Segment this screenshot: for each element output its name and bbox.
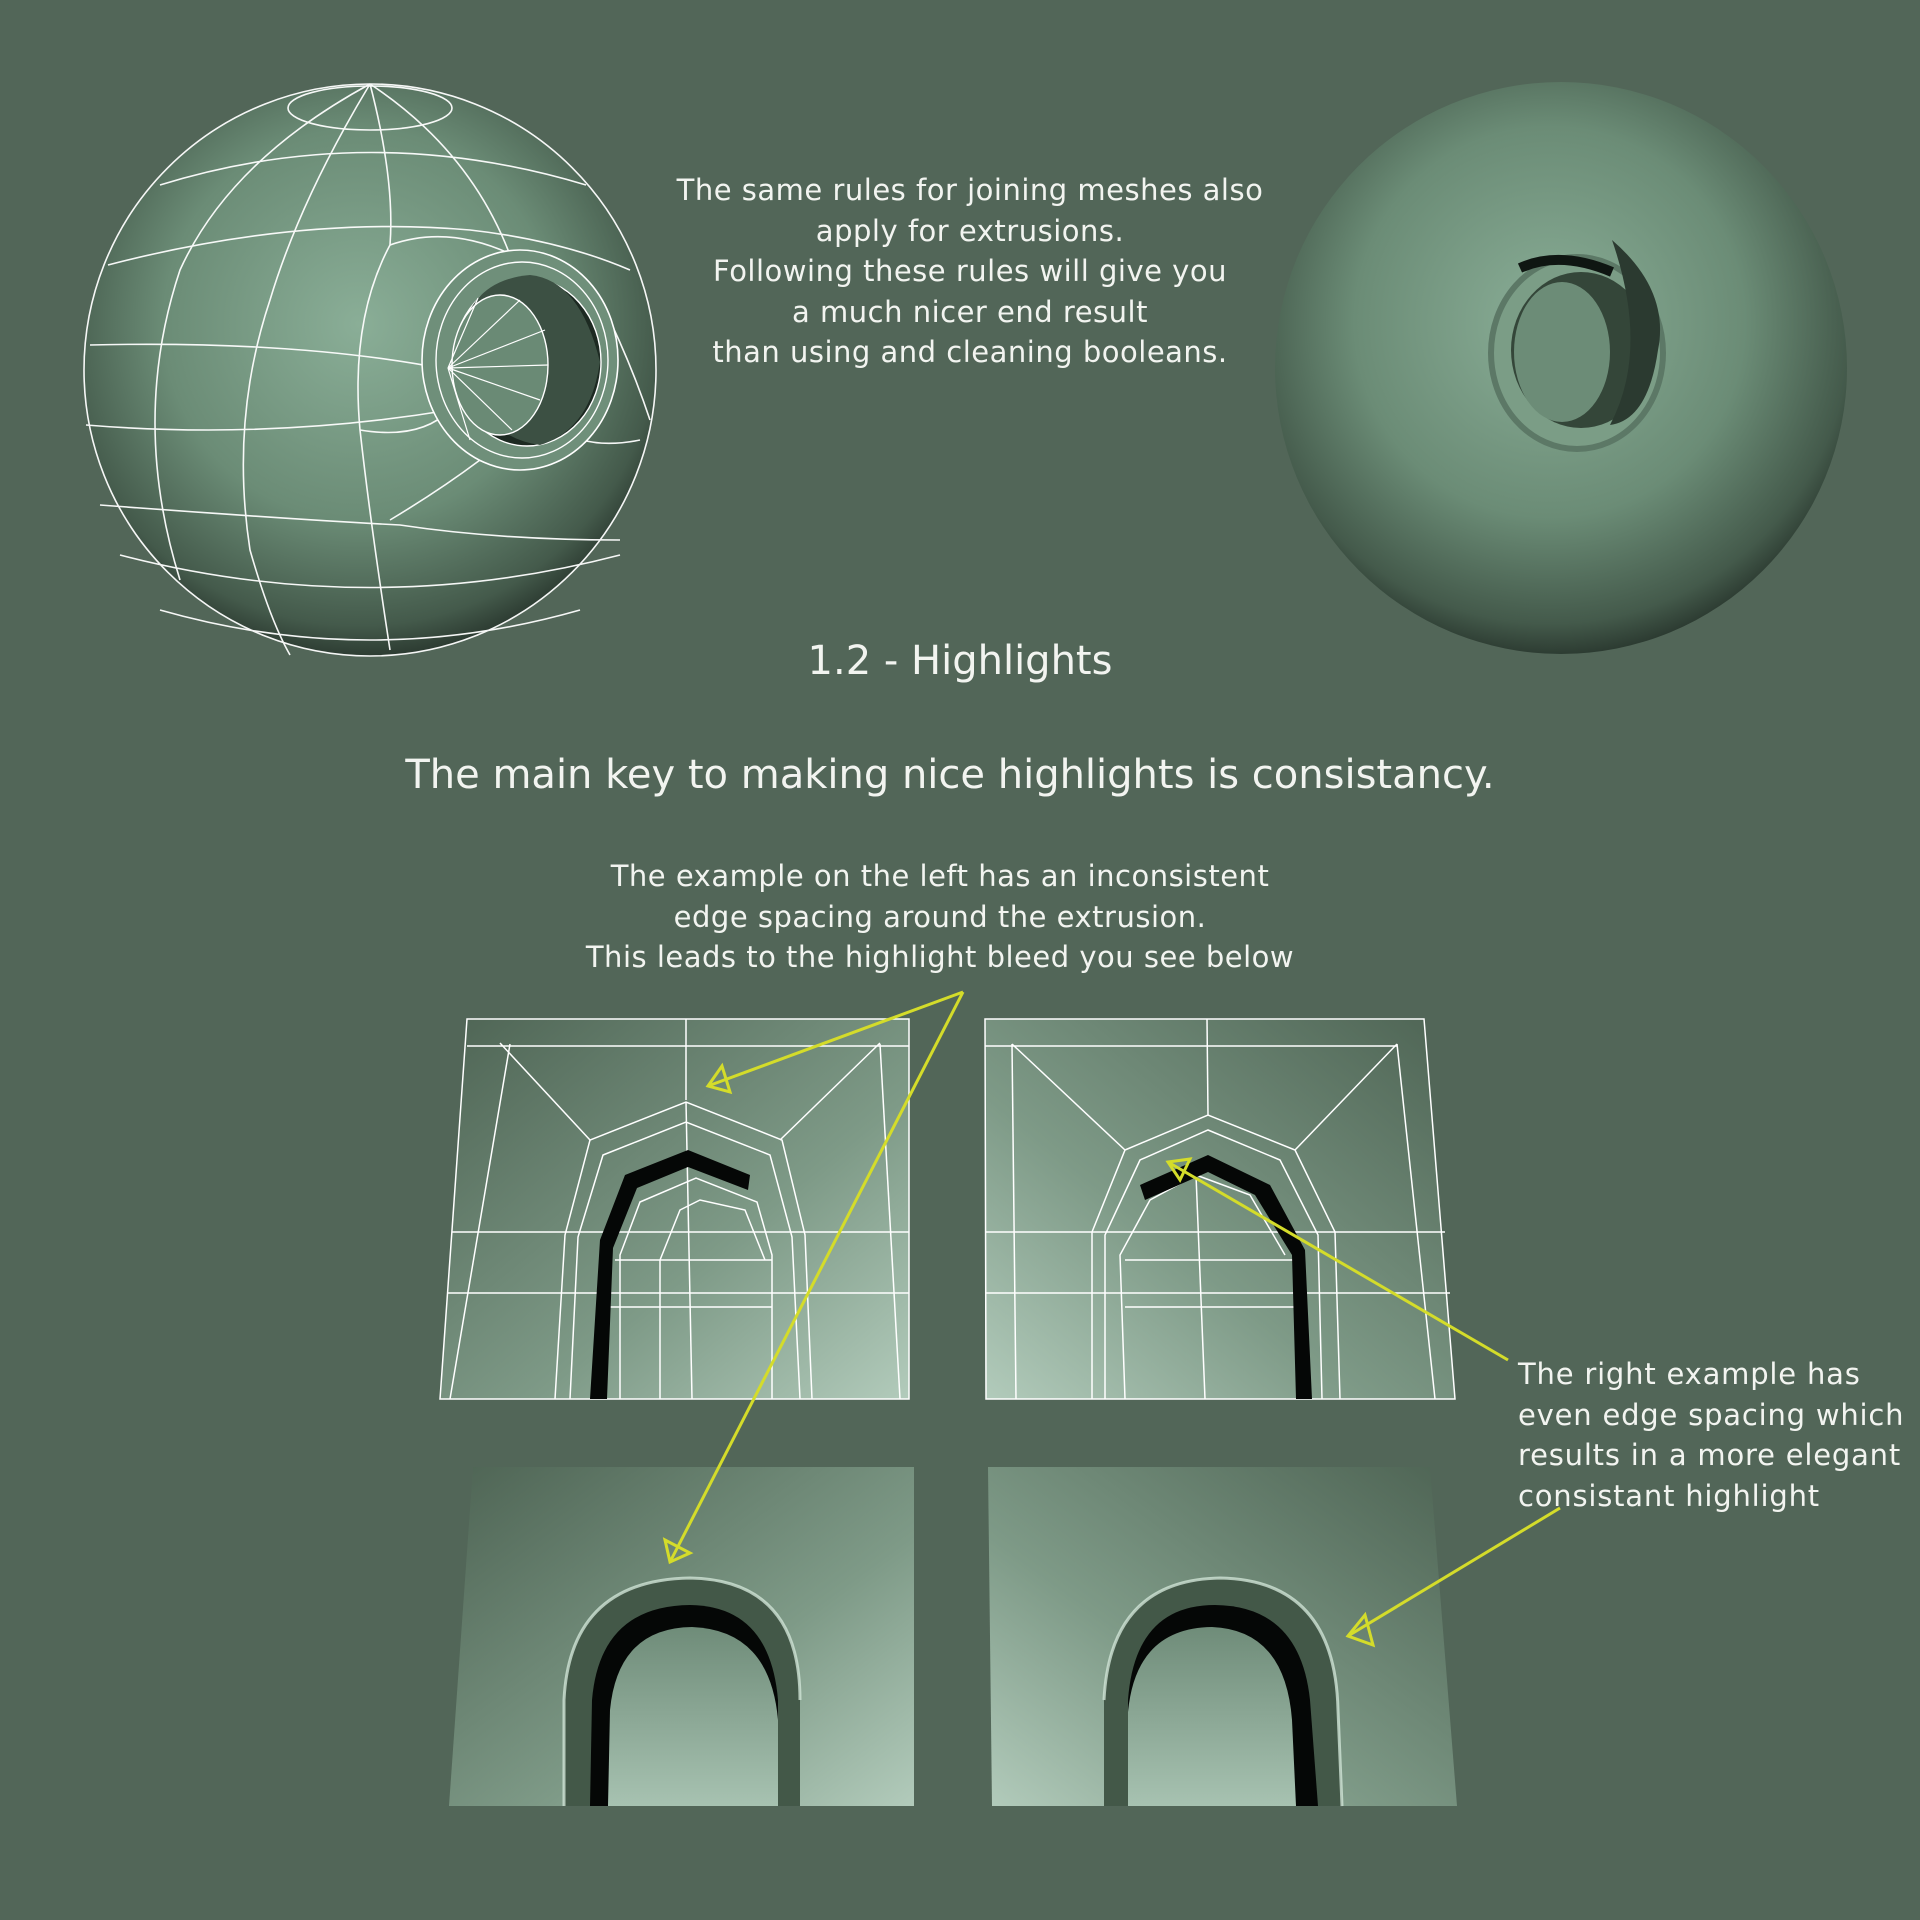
panel-render-inconsistent bbox=[449, 1467, 914, 1806]
sphere-smooth-figure bbox=[1275, 82, 1847, 654]
right-example-note: The right example has even edge spacing … bbox=[1518, 1357, 1905, 1513]
panel-wireframe-inconsistent bbox=[439, 1018, 910, 1400]
key-statement: The main key to making nice highlights i… bbox=[405, 752, 1495, 798]
sphere-hole-wire bbox=[421, 249, 619, 471]
section-title: 1.2 - Highlights bbox=[807, 638, 1113, 684]
annotation-arrows bbox=[662, 990, 1561, 1648]
intro-paragraph: The same rules for joining meshes also a… bbox=[676, 173, 1264, 369]
left-example-note: The example on the left has an inconsist… bbox=[585, 859, 1295, 974]
sphere-wireframe-figure bbox=[83, 83, 657, 657]
panel-wireframe-even bbox=[984, 1018, 1456, 1400]
panel-render-consistent bbox=[988, 1467, 1457, 1807]
